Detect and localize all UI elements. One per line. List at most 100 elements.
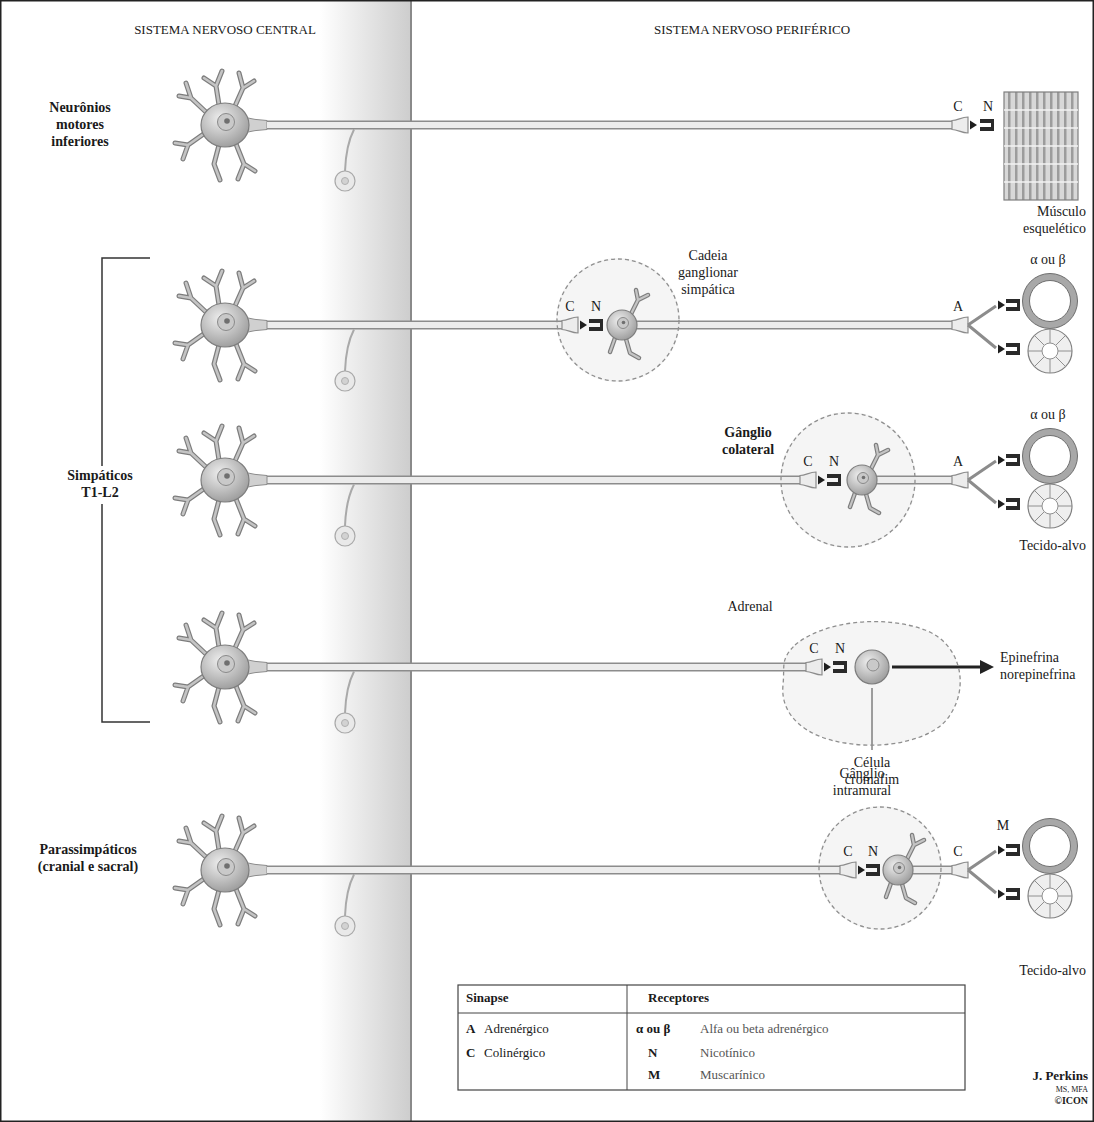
ganglion-outline-shape [556,258,680,382]
node-label: Adrenal [705,599,795,616]
axon-terminal [800,472,816,488]
axon-sheath [942,866,952,875]
ganglion-outline: Cadeia ganglionar simpática [556,258,680,382]
adrenal-ground [783,622,960,746]
axon-sheath [913,866,942,875]
table-cell: Muscarínico [700,1067,765,1083]
cns-boundary [410,0,412,1122]
group-label: Simpáticos T1-L2 [58,466,142,504]
adrenal-outline [783,622,960,746]
terminal-branch [968,306,996,348]
table-cell: Adrenérgico [484,1021,549,1037]
axon-terminal [840,862,856,878]
axon-core [637,322,952,328]
axon-connector [267,125,952,126]
node-label: Gânglio colateral [698,425,798,459]
nucleus [867,659,879,671]
target-tissue: Tecido-alvo [952,428,1088,558]
release-triangle [970,121,977,130]
nicotinic-receptor [980,119,994,131]
receptor-letter: N [824,454,844,471]
axon-sheath [267,121,952,130]
axon-sheath [637,321,952,330]
muscarinic-receptor [1006,888,1020,900]
sensory-neuron [335,485,355,547]
credit: ©ICON [978,1095,1088,1107]
adrenergic-receptor [1006,299,1020,311]
synapse-letter: C [798,454,818,471]
ganglion-ground [556,258,680,382]
node-label: Gânglio intramural [812,766,912,800]
secretion-arrowhead [980,660,994,674]
nicotinic-receptor [827,474,841,486]
axon-terminal [952,317,968,333]
axon-core [267,322,562,328]
synapse-letter: C [948,99,968,116]
axon-terminal [806,659,822,675]
nicotinic-receptor [833,661,847,673]
axon-sheath [916,476,952,485]
node-label: Cadeia ganglionar simpática [658,248,758,298]
table-cell: Nicotínico [700,1045,755,1061]
sympathetic-neuron [175,426,267,535]
nicotinic-receptor [589,319,603,331]
parasympathetic-neuron [175,816,267,925]
adrenergic-receptor [1006,343,1020,355]
synapse-letter: A [948,299,968,316]
sensory-neuron [335,672,355,734]
credit: J. Perkins [978,1068,1088,1084]
node-label: Tecido-alvo [976,538,1086,555]
ganglion-cell [847,445,888,513]
axon [637,325,952,326]
axon-core [267,122,952,128]
axon-core [877,477,916,483]
receptor-letter: N [830,641,850,658]
release-triangle [998,345,1005,354]
muscle-target: Músculo esquelético [952,88,1088,248]
table-cell: M [648,1067,660,1083]
table-cell: C [466,1045,475,1061]
table-rule [458,1013,965,1014]
axon-core [267,664,806,670]
axon-terminal [952,862,968,878]
chromaffin-cell: Célula cromafim [854,649,890,685]
leader-line [872,688,873,750]
ganglion-outline-shape [818,806,942,930]
receptor-letter: M [993,818,1013,835]
node-label: Neurônios motores inferiores [30,100,130,150]
adrenergic-receptor [1006,498,1020,510]
sensory-neuron [335,875,355,937]
axon-sheath [818,866,840,875]
axon-core [267,867,818,873]
ganglion-ground [818,806,942,930]
key-table [458,985,965,1090]
adrenal-gland: Célula cromafimAdrenal [775,615,970,750]
muscarinic-receptor [1006,844,1020,856]
table-rule [627,985,628,1090]
synapse-letter: C [804,641,824,658]
synapse-letter: C [560,299,580,316]
axon [267,480,800,481]
axon-core [916,477,952,483]
axon-sheath [267,476,800,485]
release-triangle [998,301,1005,310]
skeletal-muscle [1004,92,1078,200]
terminal-branch [968,461,996,503]
region-heading: SISTEMA NERVOSO CENTRAL [75,22,375,38]
neuron-group: Neurônios motores inferiores [20,98,267,154]
table-cell: A [466,1021,475,1037]
chromaffin-cell-body [855,650,889,684]
node-label: Tecido-alvo [976,963,1086,980]
sensory-neuron [335,330,355,392]
blood-vessel [1023,429,1078,484]
sensory-neuron [335,130,355,192]
axon-terminal [562,317,578,333]
table-cell: Alfa ou beta adrenérgico [700,1021,829,1037]
release-triangle [998,500,1005,509]
receptor-letter: N [978,99,998,116]
